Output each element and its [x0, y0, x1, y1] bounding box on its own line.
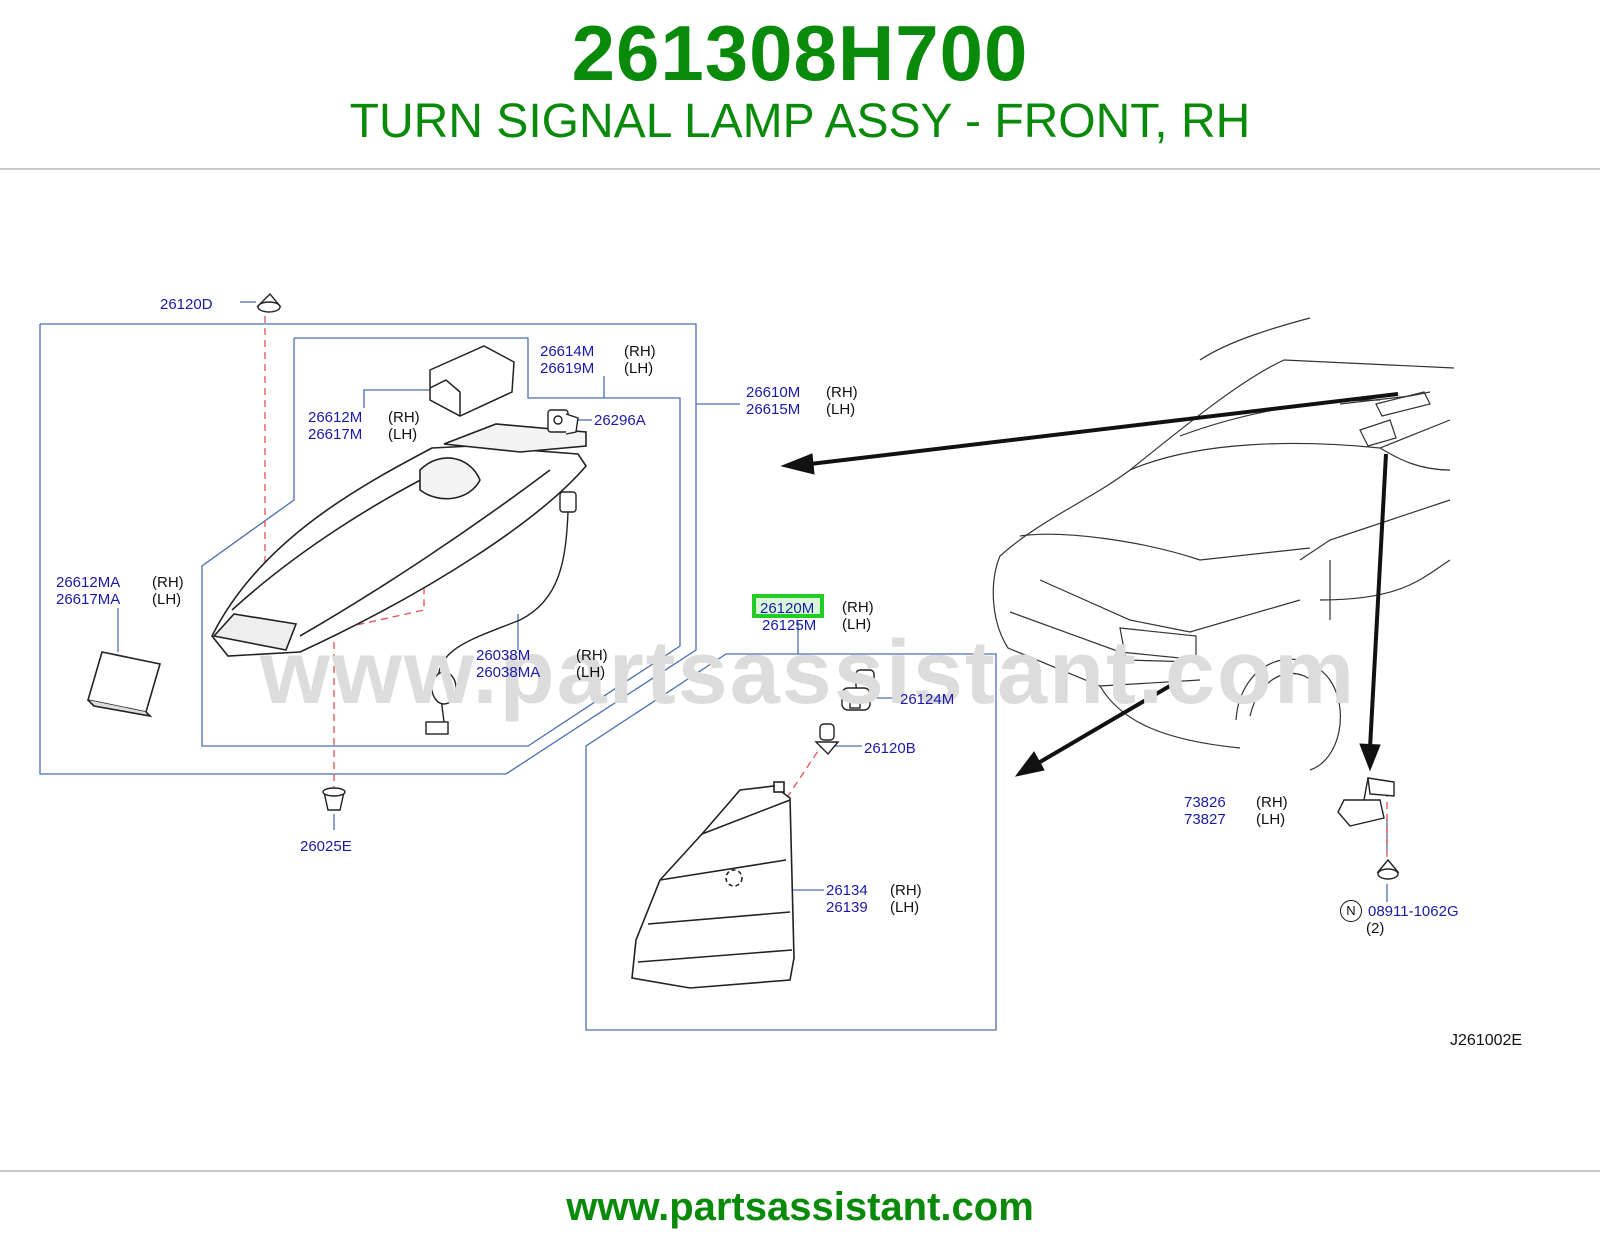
vehicle-outline: [992, 317, 1455, 771]
clip-08911-1062G: [1376, 858, 1400, 880]
side-lh-26125M: (LH): [842, 616, 872, 633]
frame-26120M: [585, 653, 997, 1031]
callout-26139[interactable]: 26139: [826, 899, 868, 916]
side-rh-26038M: (RH): [576, 647, 608, 664]
side-rh-26614M: (RH): [624, 343, 656, 360]
callout-26617MA[interactable]: 26617MA: [56, 591, 121, 608]
header-divider: [0, 168, 1600, 170]
callout-73827[interactable]: 73827: [1184, 811, 1226, 828]
clip-26120D: [256, 292, 282, 313]
bulb-socket-26124M: [841, 669, 875, 711]
side-rh-26610M: (RH): [826, 384, 858, 401]
harness-26038M: [425, 491, 577, 735]
frame-26614M: [201, 337, 681, 747]
callout-26125M[interactable]: 26125M: [762, 617, 817, 634]
side-rh-26134: (RH): [890, 882, 922, 899]
callout-26038MA[interactable]: 26038MA: [476, 664, 541, 681]
bulb-26120B: [814, 723, 840, 756]
callout-26038M[interactable]: 26038M: [476, 647, 531, 664]
footer-website-link[interactable]: www.partsassistant.com: [566, 1185, 1034, 1229]
callout-26612M[interactable]: 26612M: [308, 409, 363, 426]
callout-26612MA[interactable]: 26612MA: [56, 574, 121, 591]
callout-26615M[interactable]: 26615M: [746, 401, 801, 418]
side-lh-26617MA: (LH): [152, 591, 182, 608]
callout-26120B[interactable]: 26120B: [864, 740, 916, 757]
turn-signal-lamp-26134: [631, 781, 795, 989]
watermark-text: www.partsassistant.com: [260, 623, 1357, 723]
air-guide-73826: [1337, 777, 1395, 827]
part-title: TURN SIGNAL LAMP ASSY - FRONT, RH: [349, 95, 1251, 148]
footer-divider: [0, 1170, 1600, 1172]
callout-26124M[interactable]: 26124M: [900, 691, 955, 708]
diagram-reference-code: J261002E: [1450, 1032, 1523, 1049]
pointer-arrows: [780, 392, 1399, 777]
side-rh-73826: (RH): [1256, 794, 1288, 811]
callout-26296A[interactable]: 26296A: [594, 412, 646, 429]
part-number: 261308H700: [571, 9, 1029, 97]
n-symbol-icon: N: [1340, 900, 1362, 922]
callout-26120D[interactable]: 26120D: [160, 296, 213, 313]
side-lh-26038MA: (LH): [576, 664, 606, 681]
callout-26619M[interactable]: 26619M: [540, 360, 595, 377]
quantity-08911-1062G: (2): [1366, 920, 1385, 937]
callout-26120M-highlighted[interactable]: 26120M: [752, 594, 824, 618]
side-rh-26120M: (RH): [842, 599, 874, 616]
side-lh-26617M: (LH): [388, 426, 418, 443]
callout-26134[interactable]: 26134: [826, 882, 868, 899]
side-lh-73827: (LH): [1256, 811, 1286, 828]
side-lh-26139: (LH): [890, 899, 920, 916]
frame-26610M: [39, 323, 697, 775]
side-lh-26619M: (LH): [624, 360, 654, 377]
bulb-socket-26296A: [547, 409, 579, 435]
page-header: 261308H700 TURN SIGNAL LAMP ASSY - FRONT…: [0, 0, 1600, 170]
callout-26614M[interactable]: 26614M: [540, 343, 595, 360]
side-lamp-housing: [211, 423, 588, 657]
callout-26610M[interactable]: 26610M: [746, 384, 801, 401]
grommet-26025E: [322, 787, 346, 811]
callout-73826[interactable]: 73826: [1184, 794, 1226, 811]
callout-26617M[interactable]: 26617M: [308, 426, 363, 443]
side-rh-26612M: (RH): [388, 409, 420, 426]
callout-08911-1062G[interactable]: 08911-1062G: [1368, 903, 1459, 920]
side-lh-26615M: (LH): [826, 401, 856, 418]
callout-26025E[interactable]: 26025E: [300, 838, 352, 855]
lens-26612MA: [86, 651, 162, 718]
lens-cover-26612M: [429, 345, 515, 417]
side-rh-26612MA: (RH): [152, 574, 184, 591]
callout-26120M: 26120M: [760, 600, 815, 617]
